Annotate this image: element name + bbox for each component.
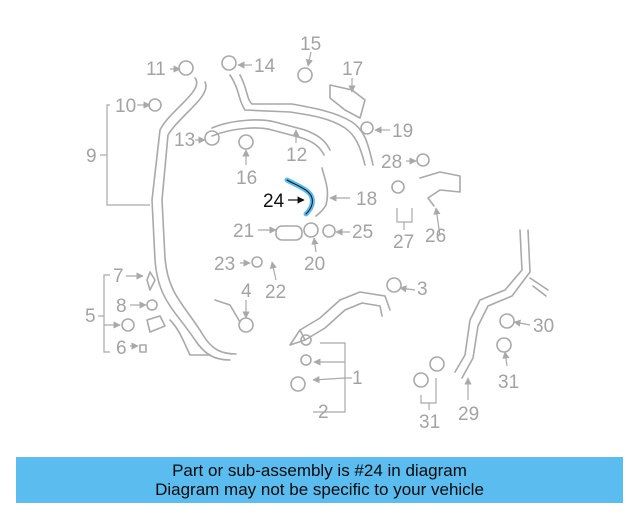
callout-30: 30 [533, 316, 554, 337]
callout-4: 4 [241, 281, 252, 302]
banner-line-disclaimer: Diagram may not be specific to your vehi… [155, 480, 484, 499]
callout-19: 19 [392, 121, 413, 142]
callout-5: 5 [85, 306, 96, 327]
coolant-pipe-assembly [289, 291, 391, 346]
callout-29: 29 [458, 404, 479, 425]
callout-1: 1 [352, 368, 363, 389]
pipe-26-part [419, 171, 461, 207]
info-banner: Part or sub-assembly is #24 in diagram D… [16, 457, 623, 503]
callout-21: 21 [233, 221, 254, 242]
callout-labels: 1 2 3 4 5 6 7 8 9 10 11 12 13 14 15 16 1… [85, 34, 554, 433]
highlighted-hose-24-outline [286, 179, 313, 215]
callout-11: 11 [146, 59, 166, 80]
highlighted-hose-24 [284, 177, 315, 217]
right-pipe-assembly [454, 229, 549, 379]
callout-15: 15 [300, 34, 321, 55]
callout-31-right: 31 [498, 372, 519, 393]
callout-8: 8 [116, 296, 127, 317]
callout-26: 26 [425, 226, 446, 247]
small-hose-part [315, 167, 329, 217]
gasket-part [275, 225, 303, 241]
callout-10: 10 [115, 96, 136, 117]
callout-3: 3 [417, 279, 428, 300]
callout-28: 28 [381, 152, 402, 173]
callout-27: 27 [393, 232, 414, 253]
callout-22: 22 [265, 282, 286, 303]
callout-2: 2 [318, 402, 329, 423]
callout-23: 23 [214, 254, 235, 275]
callout-24: 24 [263, 191, 285, 212]
left-fittings [139, 271, 241, 356]
callout-7: 7 [113, 266, 124, 287]
bracket-part [329, 84, 366, 119]
parts-diagram: 1 2 3 4 5 6 7 8 9 10 11 12 13 14 15 16 1… [85, 34, 554, 433]
callout-6: 6 [116, 338, 127, 359]
banner-line-part: Part or sub-assembly is #24 in diagram [172, 461, 467, 480]
callout-20: 20 [304, 254, 325, 275]
callout-31-bottom: 31 [419, 412, 440, 433]
callout-9: 9 [86, 146, 97, 167]
leader-lines [98, 51, 531, 413]
callout-25: 25 [352, 222, 373, 243]
callout-14: 14 [254, 56, 276, 77]
upper-hose-assembly [211, 74, 374, 166]
callout-18: 18 [356, 189, 377, 210]
long-hose-part [151, 77, 237, 361]
callout-13: 13 [174, 130, 195, 151]
callout-16: 16 [236, 168, 257, 189]
callout-12: 12 [286, 145, 307, 166]
callout-17: 17 [342, 59, 363, 80]
